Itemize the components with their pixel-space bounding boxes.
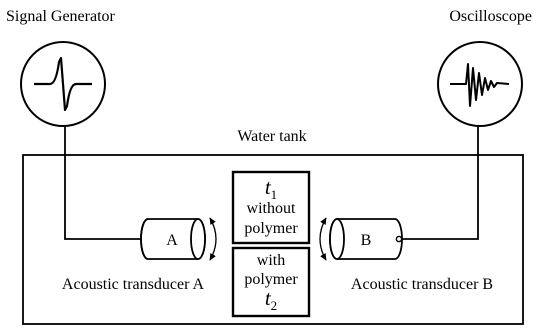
received-waveform-icon	[450, 63, 510, 107]
transducer-b-label: Acoustic transducer B	[351, 276, 493, 293]
oscilloscope-label: Oscilloscope	[449, 8, 532, 25]
acoustic-path-arrow-b	[319, 217, 327, 261]
oscilloscope	[437, 41, 523, 127]
transducer-b: B	[329, 218, 403, 260]
water-tank-label: Water tank	[237, 128, 306, 145]
water-tank	[22, 154, 524, 325]
without-label: without	[247, 200, 296, 217]
signal-cable-b	[401, 126, 479, 240]
transducer-a-face	[190, 218, 206, 260]
transducer-a-letter: A	[166, 232, 178, 249]
transducer-a-label: Acoustic transducer A	[62, 276, 205, 293]
time-t2-label: t2	[265, 286, 277, 313]
pulse-waveform-icon	[34, 56, 92, 112]
with-label: with	[257, 252, 285, 269]
transducer-b-letter: B	[361, 232, 372, 249]
acoustic-path-arrow-a	[209, 217, 217, 261]
signal-generator-dial	[20, 41, 106, 127]
oscilloscope-screen	[437, 41, 523, 127]
measurement-box-with-polymer: with polymer t2	[231, 246, 311, 318]
transducer-b-face	[329, 218, 345, 260]
measurement-box-without-polymer: t1 without polymer	[231, 170, 311, 245]
polymer-label-bottom: polymer	[244, 271, 298, 288]
transducer-b-connector	[395, 235, 403, 243]
signal-cable-a	[64, 126, 148, 240]
signal-generator-label: Signal Generator	[6, 8, 116, 25]
signal-generator	[20, 41, 106, 127]
time-t1-label: t1	[265, 175, 277, 202]
transducer-a: A	[140, 218, 206, 260]
polymer-label-top: polymer	[244, 220, 298, 237]
